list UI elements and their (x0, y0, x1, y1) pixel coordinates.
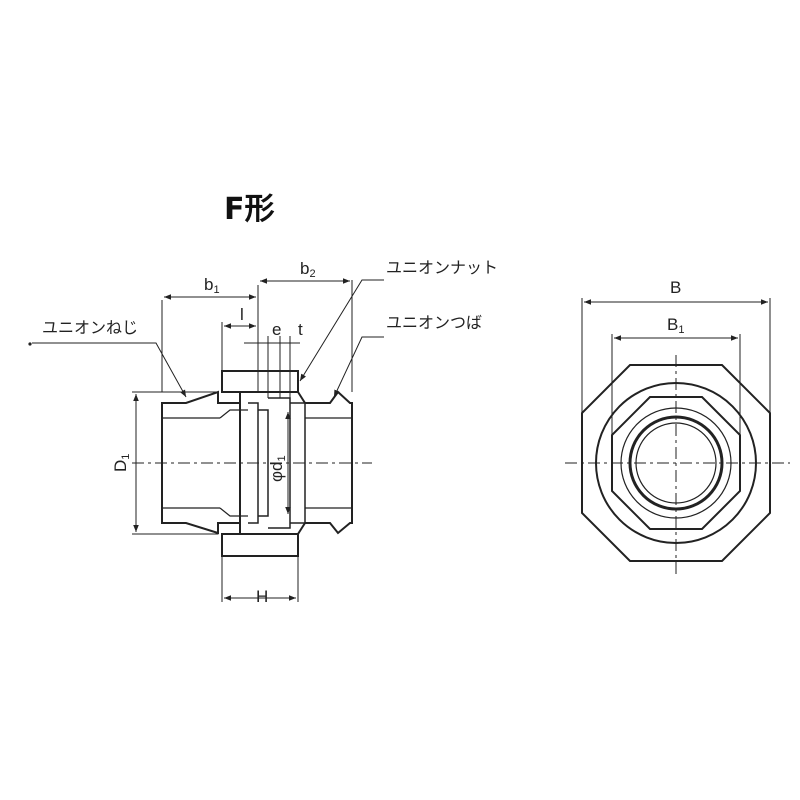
label-D1: D1 (111, 454, 132, 472)
label-e: e (272, 320, 281, 339)
leader-union-flange (333, 336, 384, 398)
label-B: B (670, 278, 681, 297)
label-l: l (240, 305, 244, 324)
label-B1: B1 (667, 315, 684, 336)
bullet-dot (28, 342, 32, 346)
label-d1: φd1 (267, 455, 288, 482)
bore-circle (628, 415, 724, 511)
label-union-screw: ユニオンねじ (42, 319, 138, 337)
label-union-flange: ユニオンつば (386, 314, 482, 332)
end-text: B B1 (667, 278, 684, 336)
outer-circle (595, 382, 757, 544)
outer-octagon (581, 364, 771, 562)
end-dimensions (581, 298, 771, 435)
end-view (565, 355, 790, 575)
leader-union-nut (299, 279, 384, 382)
label-t: t (298, 320, 303, 339)
side-view (132, 370, 372, 557)
inner-octagon (611, 396, 741, 530)
label-union-nut: ユニオンナット (386, 260, 498, 277)
label-b1: b1 (204, 275, 220, 296)
label-b2: b2 (300, 259, 316, 280)
union-nut (221, 370, 299, 393)
leader-text: ユニオンねじ ユニオンナット ユニオンつば (42, 260, 498, 337)
right-body (305, 390, 353, 535)
diagram-title: F形 (224, 192, 275, 227)
leader-union-screw (32, 342, 187, 398)
side-dimensions (32, 278, 384, 602)
label-H: H (256, 587, 268, 606)
side-text: b1 b2 l e t H D1 φd1 (111, 259, 316, 606)
